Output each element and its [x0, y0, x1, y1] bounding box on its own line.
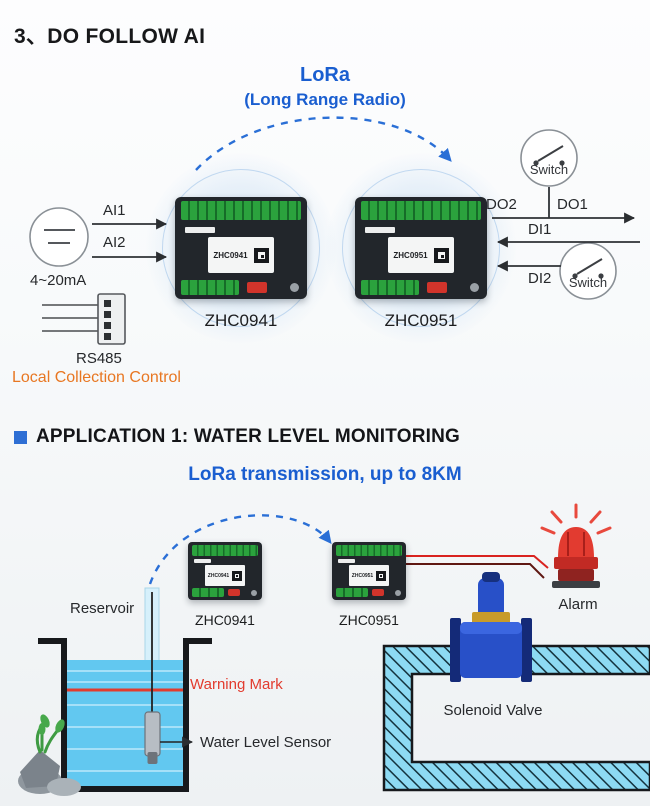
antenna-connector	[251, 590, 257, 596]
power-connector	[228, 589, 240, 596]
label-device-zhc0941: ZHC0941	[204, 311, 278, 330]
device-sticker: ZHC0951	[388, 237, 454, 273]
alarm-icon	[540, 503, 612, 588]
terminal-block-top	[181, 201, 301, 220]
current-sensor-icon	[29, 207, 89, 267]
lora-arc-2	[148, 514, 332, 585]
water-stripes	[67, 670, 184, 772]
label-4-20ma: 4~20mA	[30, 272, 87, 289]
label-reservoir: Reservoir	[70, 600, 135, 617]
label-do1: DO1	[557, 196, 588, 213]
label-local-collection-control: Local Collection Control	[12, 369, 181, 386]
device2-zhc0951: ZHC0951	[332, 542, 406, 600]
power-connector	[427, 282, 447, 293]
terminal-block-bottom	[192, 588, 224, 597]
terminal-block-top	[361, 201, 481, 220]
label-solenoid-valve: Solenoid Valve	[443, 702, 543, 719]
label-alarm: Alarm	[558, 596, 598, 613]
brand-logo	[338, 559, 355, 563]
label-device-zhc0951: ZHC0951	[384, 311, 458, 330]
qr-code	[253, 247, 269, 263]
alarm-rays	[540, 503, 612, 535]
analog-input-arrows	[92, 218, 168, 263]
power-connector	[372, 589, 384, 596]
label-warning-mark: Warning Mark	[190, 676, 283, 693]
terminal-block-bottom	[361, 280, 419, 295]
terminal-block-top	[336, 545, 402, 556]
lora-caption: LoRa (Long Range Radio)	[200, 64, 450, 110]
application-heading: APPLICATION 1: WATER LEVEL MONITORING	[14, 426, 460, 448]
brand-logo	[194, 559, 211, 563]
digital-io-lines	[492, 187, 640, 272]
brand-logo	[365, 227, 395, 233]
qr-code	[232, 570, 243, 581]
device-sticker: ZHC0941	[205, 565, 245, 586]
label-switch-top: Switch	[529, 162, 569, 177]
terminal-block-bottom	[181, 280, 239, 295]
page-title: 3、DO FOLLOW AI	[14, 25, 206, 48]
water	[67, 660, 184, 789]
label-ai2: AI2	[103, 234, 126, 251]
sticker-model-text: ZHC0941	[207, 572, 230, 579]
label-do2: DO2	[486, 196, 517, 213]
label-device2-zhc0941: ZHC0941	[195, 612, 255, 628]
label-device2-zhc0951: ZHC0951	[339, 612, 399, 628]
sticker-model-text: ZHC0951	[393, 250, 428, 260]
label-rs485: RS485	[76, 350, 122, 367]
rocks	[18, 750, 81, 796]
sticker-model-text: ZHC0951	[351, 572, 374, 579]
label-switch-bottom: Switch	[568, 275, 608, 290]
label-water-level-sensor: Water Level Sensor	[200, 734, 332, 751]
qr-code	[433, 247, 449, 263]
lora-arc	[195, 116, 452, 171]
bullet-square-icon	[14, 430, 27, 444]
device-zhc0951: ZHC0951	[355, 197, 487, 299]
water-tank	[38, 638, 212, 792]
qr-code	[376, 570, 387, 581]
label-di1: DI1	[528, 221, 552, 238]
plant-leaves	[38, 714, 65, 735]
application-heading-text: APPLICATION 1: WATER LEVEL MONITORING	[36, 426, 461, 447]
lora-title: LoRa	[300, 64, 350, 86]
antenna-connector	[290, 283, 299, 292]
label-di2: DI2	[528, 270, 552, 287]
switch-icon-top	[520, 129, 578, 187]
tank-walls	[38, 638, 212, 792]
label-ai1: AI1	[103, 202, 126, 219]
device-sticker: ZHC0951	[349, 565, 389, 586]
terminal-block-top	[192, 545, 258, 556]
rs485-connector-icon	[42, 293, 126, 345]
pipe	[382, 644, 650, 792]
lora-subtitle: (Long Range Radio)	[244, 90, 406, 109]
alarm-wires	[406, 555, 549, 579]
sticker-model-text: ZHC0941	[213, 250, 248, 260]
antenna-connector	[470, 283, 479, 292]
brand-logo	[185, 227, 215, 233]
water-level-sensor-icon	[144, 592, 194, 764]
lora-range-caption: LoRa transmission, up to 8KM	[188, 464, 462, 485]
solenoid-valve-icon	[450, 572, 532, 682]
power-connector	[247, 282, 267, 293]
device2-zhc0941: ZHC0941	[188, 542, 262, 600]
terminal-block-bottom	[336, 588, 368, 597]
antenna-connector	[395, 590, 401, 596]
switch-icon-bottom	[559, 242, 617, 300]
device-zhc0941: ZHC0941	[175, 197, 307, 299]
device-sticker: ZHC0941	[208, 237, 274, 273]
